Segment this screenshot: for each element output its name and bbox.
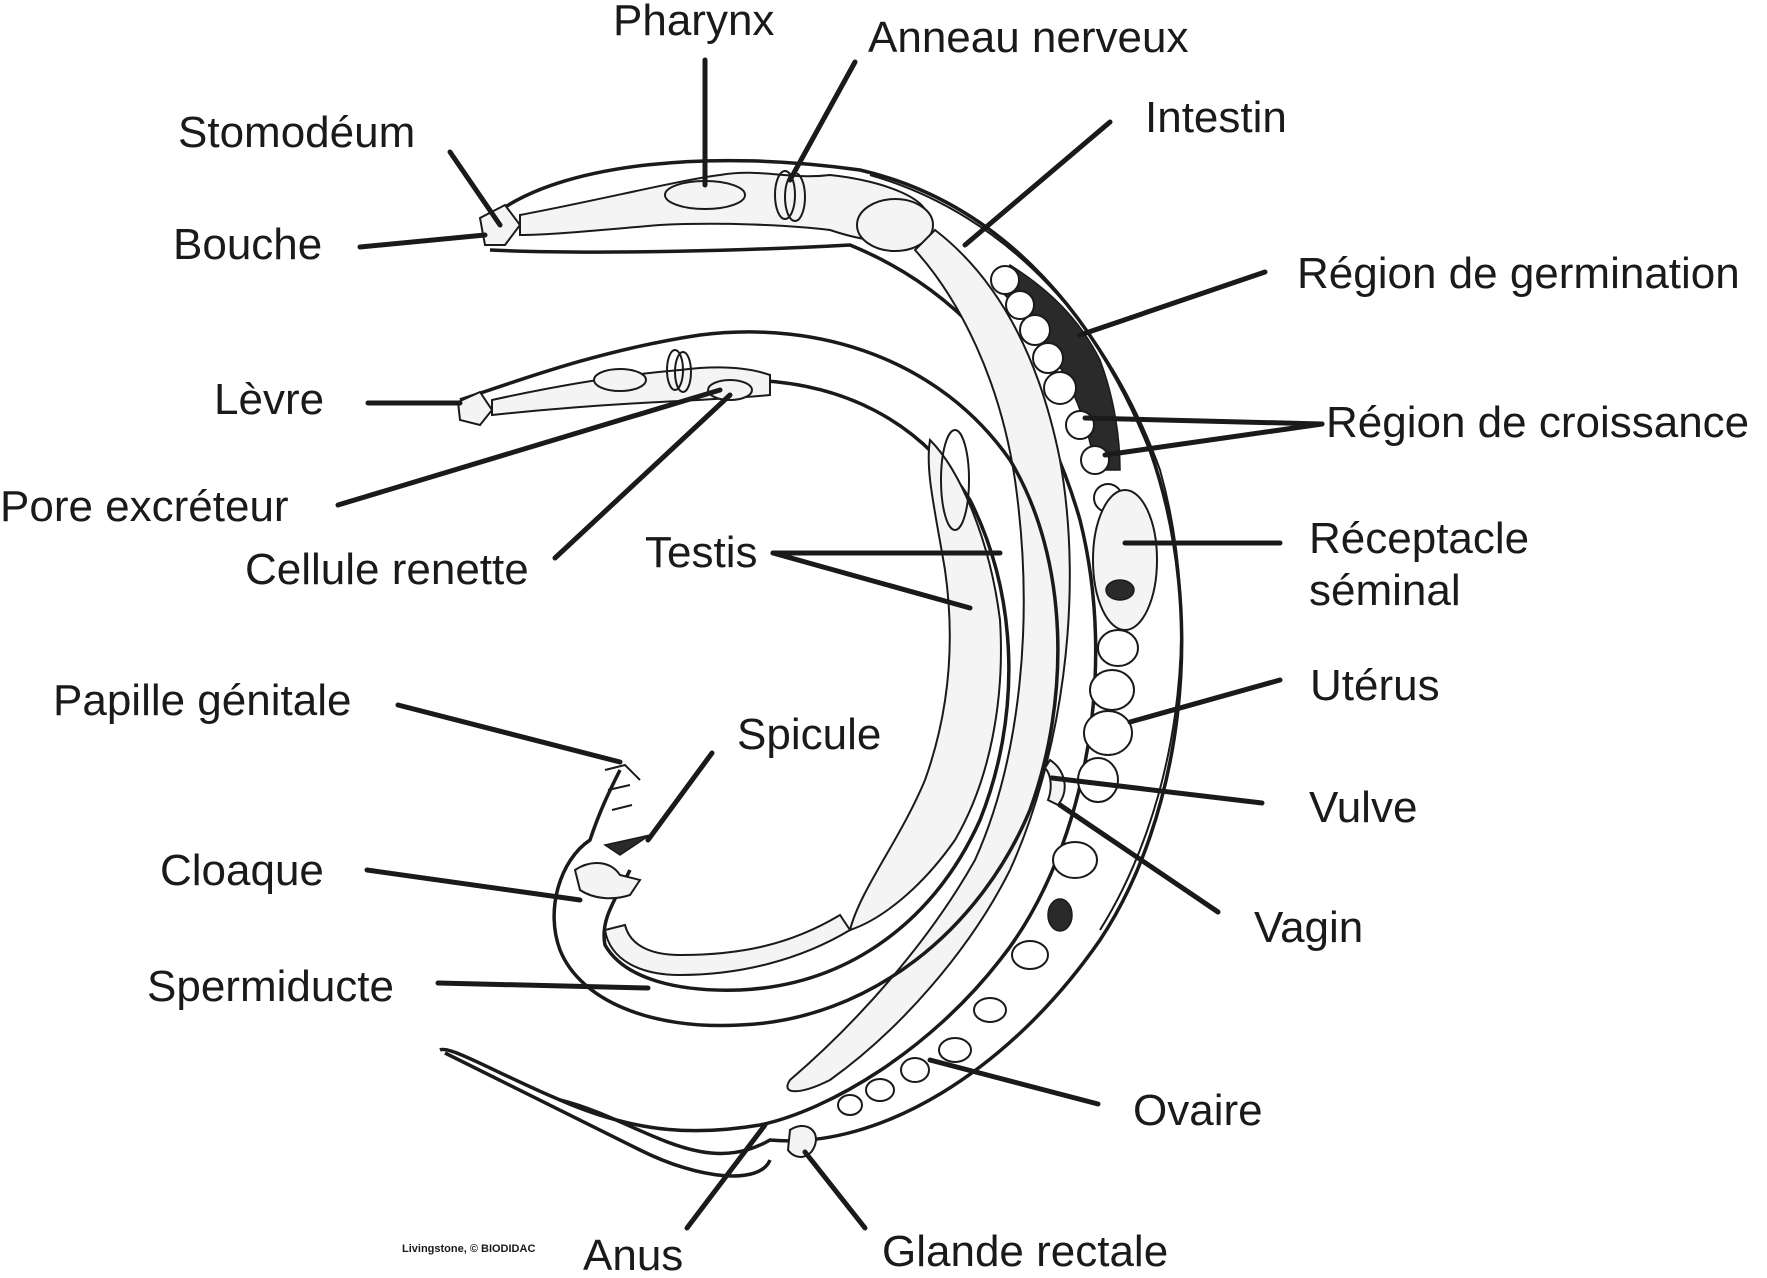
label-anneau-nerveux: Anneau nerveux (868, 13, 1188, 62)
female-pharynx-posterior-bulb (856, 198, 934, 252)
female-tail (444, 1051, 772, 1178)
credit-text: Livingstone, © BIODIDAC (402, 1243, 535, 1255)
label-region-germination: Région de germination (1297, 249, 1740, 298)
label-bouche: Bouche (173, 220, 322, 269)
genital-papillae (604, 763, 641, 811)
female-body-outer-wall (439, 158, 1184, 1156)
leader-region-germination (1077, 269, 1268, 338)
leader-ovaire (927, 1057, 1101, 1107)
label-testis: Testis (645, 528, 757, 577)
seminal-receptacle (1092, 489, 1158, 631)
label-cellule-renette: Cellule renette (245, 545, 529, 594)
male-worm-illustration (456, 330, 1060, 1028)
leader-anus (684, 1122, 768, 1231)
male-body-outer-wall (459, 330, 1060, 1028)
leader-lines (335, 57, 1325, 1231)
female-worm-illustration (439, 158, 1184, 1178)
posterior-ovary-eggs (837, 841, 1098, 1116)
label-region-croissance: Région de croissance (1326, 398, 1749, 447)
leader-cellule-renette (552, 392, 733, 561)
rectal-gland (786, 1125, 817, 1158)
label-uterus: Utérus (1310, 661, 1440, 710)
label-pharynx: Pharynx (613, 0, 774, 45)
leader-anneau-nerveux (787, 59, 858, 183)
renette-cell (707, 379, 753, 401)
leader-bouche (357, 232, 488, 250)
seminal-receptacle-sperm-cluster (1105, 579, 1135, 601)
leader-vagin (1057, 802, 1221, 915)
female-ovary-tube (990, 265, 1123, 513)
leader-testis-b (770, 550, 973, 611)
leader-spermiducte (435, 980, 651, 991)
label-anus: Anus (583, 1231, 683, 1278)
leader-papille-genitale (395, 702, 623, 765)
label-glande-rectale: Glande rectale (882, 1227, 1168, 1276)
label-levre: Lèvre (214, 375, 324, 424)
uterus-eggs (1077, 629, 1139, 803)
leader-glande-rectale (802, 1149, 868, 1231)
spicule (603, 834, 651, 856)
label-spicule: Spicule (737, 710, 881, 759)
cloaca (573, 862, 642, 900)
vulva-vagina (1043, 758, 1066, 807)
label-papille-genitale: Papille génitale (53, 676, 351, 725)
male-lip (456, 390, 494, 427)
label-vagin: Vagin (1254, 903, 1363, 952)
label-spermiducte: Spermiducte (147, 962, 394, 1011)
label-receptacle-line1: Réceptacle (1309, 514, 1529, 563)
leader-stomodeum (447, 149, 503, 228)
label-vulve: Vulve (1309, 783, 1417, 832)
label-receptacle-line2: séminal (1309, 566, 1461, 615)
leader-cloaque (364, 867, 583, 903)
leader-pore-excreteur (335, 387, 723, 508)
label-cloaque: Cloaque (160, 846, 324, 895)
spermiduct (603, 913, 852, 977)
male-body-inner-wall (464, 378, 1011, 992)
female-intestine (786, 228, 1071, 1093)
label-stomodeum: Stomodéum (178, 108, 415, 157)
label-ovaire: Ovaire (1133, 1086, 1263, 1135)
leader-region-croissance-b (1102, 421, 1325, 458)
leader-vulve (1049, 775, 1265, 806)
leader-region-croissance-a (1082, 415, 1325, 427)
male-pharynx-bulb (593, 368, 647, 392)
leader-uterus (1127, 677, 1283, 725)
testis-tip (940, 429, 970, 531)
label-pore-excreteur: Pore excréteur (0, 482, 289, 531)
male-nerve-ring (666, 349, 692, 393)
label-intestin: Intestin (1145, 93, 1287, 142)
leader-intestin (962, 119, 1113, 248)
leader-spicule (645, 750, 715, 843)
female-cuticle (869, 174, 1183, 931)
